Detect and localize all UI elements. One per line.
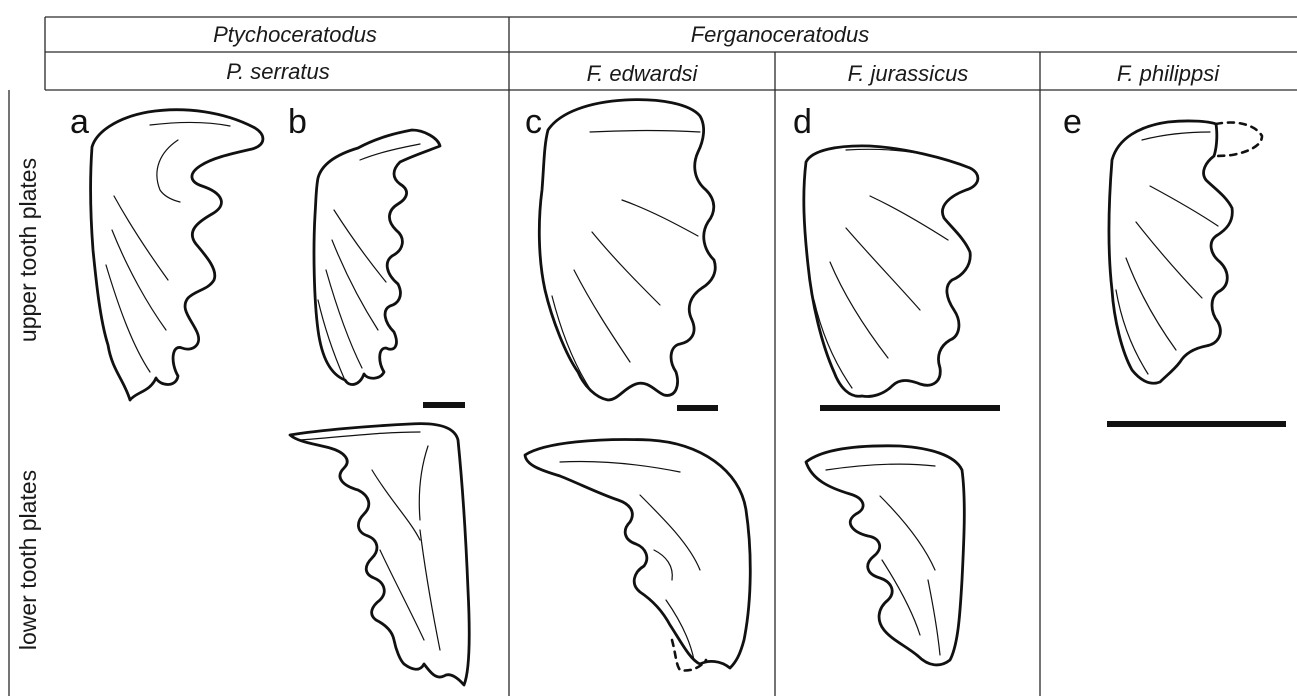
tooth-plate-c-lower: [525, 440, 750, 671]
table-grid: [9, 17, 1297, 696]
panel-label-b: b: [288, 103, 307, 141]
tooth-plate-c-upper: [539, 100, 715, 400]
tooth-plate-b-upper: [314, 130, 440, 385]
tooth-plate-b-lower: [290, 424, 469, 685]
row-label-upper: upper tooth plates: [15, 158, 41, 342]
genus-header-ferganoceratodus: Ferganoceratodus: [691, 22, 870, 47]
species-header-edwardsi: F. edwardsi: [587, 61, 699, 86]
genus-header-ptychoceratodus: Ptychoceratodus: [213, 22, 377, 47]
row-label-lower: lower tooth plates: [15, 470, 41, 650]
tooth-plate-a-upper: [91, 110, 263, 400]
species-header-serratus: P. serratus: [226, 59, 330, 84]
panel-label-c: c: [525, 103, 542, 141]
species-header-jurassicus: F. jurassicus: [848, 61, 969, 86]
tooth-plate-d-upper: [804, 146, 978, 397]
species-header-philippsi: F. philippsi: [1117, 61, 1220, 86]
tooth-plate-e-upper: [1109, 121, 1262, 383]
panel-label-e: e: [1063, 103, 1082, 141]
panel-label-a: a: [70, 103, 89, 141]
tooth-plate-d-lower: [806, 446, 964, 665]
panel-label-d: d: [793, 103, 812, 141]
